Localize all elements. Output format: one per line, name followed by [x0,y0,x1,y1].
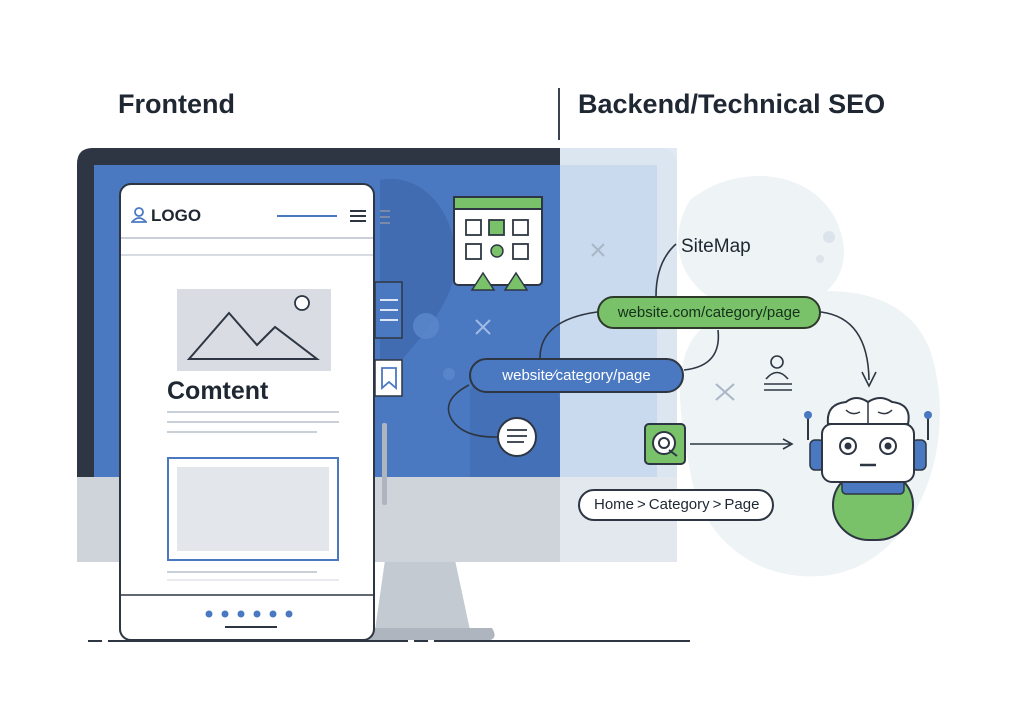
connector-blue-to-doc [447,384,499,438]
blob-dot [823,231,835,243]
close-icon [591,243,605,257]
side-tab-bookmark[interactable] [374,359,403,397]
breadcrumb-separator: > [637,496,646,513]
logo-text[interactable]: LOGO [151,206,202,225]
breadcrumb-item[interactable]: Page [724,496,760,513]
hamburger-menu-icon[interactable] [380,210,390,224]
monitor-stand-neck [375,560,470,630]
text-placeholder-lines [167,411,339,433]
sub-header-rule [121,254,373,256]
text-placeholder-lines [167,571,339,581]
section-divider [558,88,560,140]
image-placeholder-icon [177,289,331,371]
hamburger-menu-icon [380,299,398,321]
sitemap-grid-icon [453,196,543,291]
robot-antenna-tip [804,411,812,419]
hamburger-menu-icon[interactable] [349,209,367,223]
user-icon[interactable] [131,207,147,223]
robot-crawler-icon [804,397,932,541]
screen-pattern [380,178,456,400]
robot-antenna-tip [924,411,932,419]
connector-green-to-blue [539,311,598,359]
robot-eye [844,442,852,450]
backend-heading: Backend/Technical SEO [578,89,886,119]
breadcrumb-separator: > [712,496,722,513]
blob-dot [816,255,824,263]
clean-url-pill[interactable]: website.com/category/page [597,296,821,329]
connector-green-to-robot [820,311,870,381]
screen-bubble [443,368,455,380]
connector-arrowhead [782,438,794,450]
phone-header: LOGO [121,185,373,239]
connector-arrowhead [861,371,877,388]
connector-lines [447,243,877,450]
bookmark-icon [381,367,397,390]
phone-side-toolbar [374,281,403,505]
breadcrumb-item[interactable]: Category [648,496,710,513]
carousel-dots[interactable] [121,587,375,639]
sitemap-label: SiteMap [681,236,751,257]
search-icon[interactable] [644,423,686,465]
frontend-heading: Frontend [118,89,235,119]
close-icon [715,383,735,401]
connector-sitemap-to-green-url [655,243,677,297]
robot-eye [884,442,892,450]
nav-underline [277,215,337,217]
breadcrumb-item[interactable]: Home [594,496,635,513]
screen-bubble [413,313,439,339]
document-icon [497,417,537,457]
close-icon [475,319,491,335]
monitor-stand-base [349,628,495,640]
mobile-phone-mockup: LOGO Comtent [119,183,375,641]
robot-head [821,423,915,483]
url-structure-pill[interactable]: website∕category/page [469,358,684,393]
breadcrumb[interactable]: Home>Category>Page [578,489,774,521]
content-title: Comtent [167,377,269,405]
connector-blue-to-green [683,329,720,371]
content-block-placeholder [167,457,339,561]
brain-folds [845,402,893,424]
scrollbar[interactable] [382,423,387,505]
user-profile-icon [764,355,792,391]
blob-upper [678,176,844,312]
